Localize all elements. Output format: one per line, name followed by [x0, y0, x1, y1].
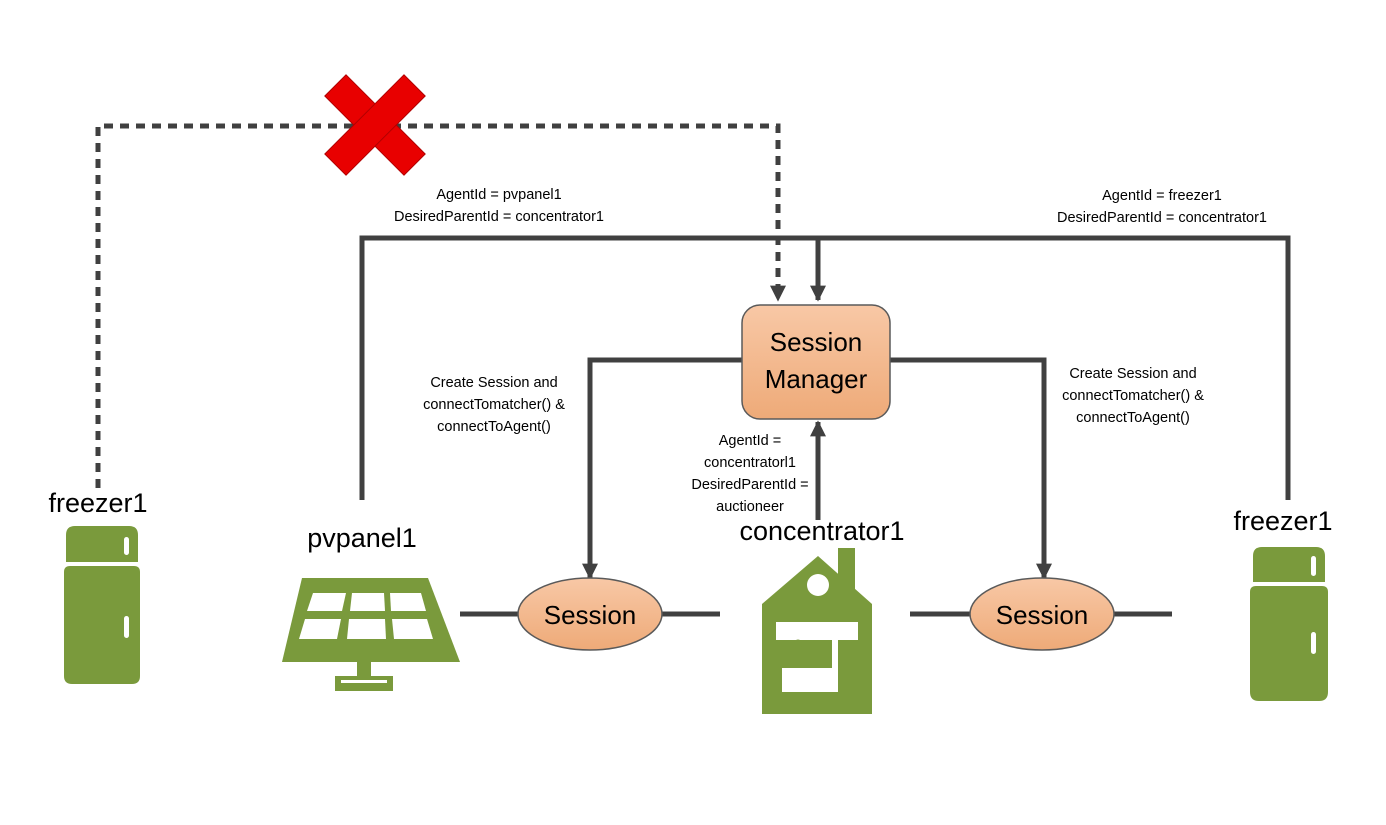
pvpanel-request-label: AgentId = pvpanel1 DesiredParentId = con… [394, 187, 604, 225]
freezer-right-label: freezer1 [1233, 506, 1332, 536]
session-left-label: Session [544, 600, 637, 630]
freezer-icon [1250, 547, 1328, 701]
session-right: Session [969, 577, 1115, 651]
create-right-session-connector [890, 357, 1053, 580]
create-right-line2: connectTomatcher() & [1062, 388, 1204, 404]
session-left: Session [517, 577, 663, 651]
create-right-label: Create Session and connectTomatcher() & … [1062, 366, 1204, 426]
freezer-request-label: AgentId = freezer1 DesiredParentId = con… [1057, 188, 1267, 226]
create-left-line2: connectTomatcher() & [423, 397, 565, 413]
session-manager-label-line1: Session [770, 327, 863, 357]
freezer-right-node: freezer1 [1233, 506, 1333, 701]
connectors [95, 123, 1291, 617]
session-manager-box: Session Manager [741, 304, 891, 420]
concentrator-request-line1: AgentId = [719, 433, 781, 449]
solar-panel-icon [282, 578, 460, 691]
freezer-left-label: freezer1 [48, 488, 147, 518]
concentrator-request-label: AgentId = concentratorl1 DesiredParentId… [691, 433, 808, 515]
freezer-request-line1: AgentId = freezer1 [1102, 188, 1222, 204]
pvpanel-node: pvpanel1 [282, 523, 460, 691]
concentrator-node: concentrator1 [739, 516, 905, 714]
reject-x-icon [324, 74, 426, 176]
freezer-request-line2: DesiredParentId = concentrator1 [1057, 210, 1267, 226]
create-right-line1: Create Session and [1069, 366, 1196, 382]
rejected-request-connector [95, 123, 787, 488]
pvpanel-request-line2: DesiredParentId = concentrator1 [394, 209, 604, 225]
freezer-left-node: freezer1 [48, 488, 148, 684]
create-right-line3: connectToAgent() [1076, 410, 1190, 426]
create-left-session-connector [581, 357, 742, 580]
pvpanel-label: pvpanel1 [307, 523, 417, 553]
pvpanel-request-line1: AgentId = pvpanel1 [436, 187, 561, 203]
create-left-line1: Create Session and [430, 375, 557, 391]
pvpanel-request-connector [359, 235, 827, 500]
concentrator-request-line4: auctioneer [716, 499, 784, 515]
create-left-label: Create Session and connectTomatcher() & … [423, 375, 565, 435]
concentrator-label: concentrator1 [739, 516, 904, 546]
freezer-icon [64, 526, 140, 684]
house-icon [762, 548, 872, 714]
create-left-line3: connectToAgent() [437, 419, 551, 435]
freezer-request-connector [818, 235, 1291, 500]
session-manager-label-line2: Manager [765, 364, 868, 394]
session-right-label: Session [996, 600, 1089, 630]
concentrator-request-line3: DesiredParentId = [691, 477, 808, 493]
concentrator-request-line2: concentratorl1 [704, 455, 796, 471]
